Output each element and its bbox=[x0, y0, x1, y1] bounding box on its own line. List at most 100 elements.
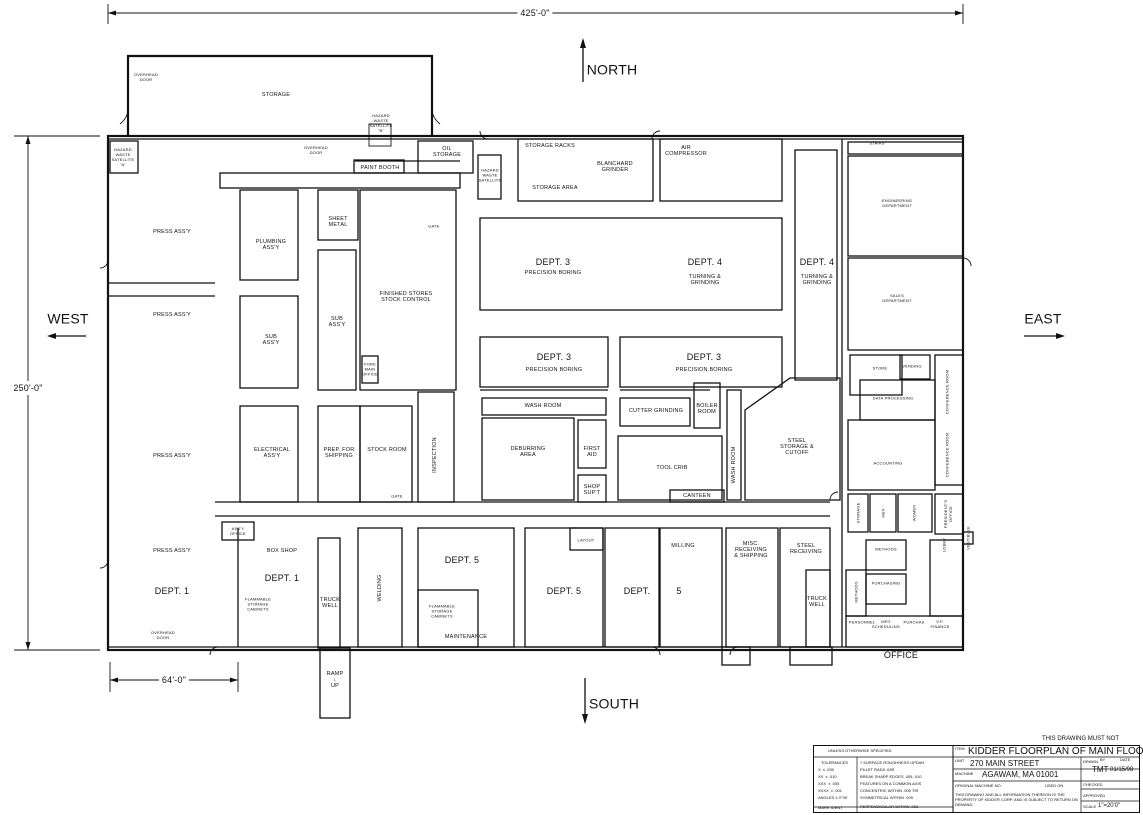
office-purchas: PURCHAS bbox=[903, 619, 925, 625]
office-personnel: PERSONNEL bbox=[848, 619, 876, 625]
room-storage-top: STORAGE bbox=[261, 92, 291, 98]
room-dept4-right: DEPT. 4 bbox=[799, 257, 835, 267]
tb-orig-machine: ORIGINAL MACHINE NO. bbox=[955, 783, 1002, 788]
tb-note-2: BREAK SHARP EDGES .005-.010 bbox=[860, 774, 922, 779]
tb-item: KIDDER FLOORPLAN OF MAIN FLOOR bbox=[968, 746, 1143, 757]
office-presidents: PRESIDENT'S OFFICE bbox=[943, 499, 953, 529]
room-precision-boring-mid-left: PRECISION BORING bbox=[525, 367, 583, 373]
tb-by: BY bbox=[1100, 757, 1106, 762]
room-paint-booth: PAINT BOOTH bbox=[360, 165, 400, 171]
tb-note-5: SYMMETRICAL WITHIN .005 bbox=[860, 795, 913, 800]
dim-west-bay: 64'-0" bbox=[158, 675, 190, 685]
room-dept5-c-right: 5 bbox=[676, 586, 682, 596]
tb-checked: CHECKED bbox=[1083, 782, 1103, 787]
office-vestibule: VESTIBULE bbox=[965, 526, 971, 550]
room-office: OFFICE bbox=[883, 650, 919, 660]
room-stock-room: STOCK ROOM bbox=[367, 447, 407, 453]
room-precision-boring-mid-right: PRECISION BORING bbox=[675, 367, 733, 373]
office-engineering: ENGINEERING DEPARTMENT bbox=[881, 198, 913, 208]
tb-scale: 1"=20'0" bbox=[1098, 803, 1121, 809]
room-prep-shipping: PREP. FOR SHIPPING bbox=[323, 447, 355, 459]
room-milling: MILLING bbox=[671, 543, 695, 549]
room-sub-assy-2: SUB ASS'Y bbox=[328, 316, 346, 328]
office-store: STORE bbox=[872, 365, 888, 371]
tb-drawn: DRAWN bbox=[1083, 759, 1098, 764]
room-sheet-metal: SHEET METAL bbox=[328, 216, 348, 228]
tb-note-6: PERPENDICULAR WITHIN .003 bbox=[860, 804, 919, 809]
room-wash-room-2: WASH ROOM bbox=[731, 446, 737, 484]
room-dept5-a: DEPT. 5 bbox=[444, 555, 480, 565]
compass-east: EAST bbox=[1024, 310, 1062, 327]
office-sales: SALES DEPARTMENT bbox=[882, 293, 912, 303]
office-accounting: ACCOUNTING bbox=[873, 460, 903, 466]
room-boiler-room: BOILER ROOM bbox=[696, 403, 718, 415]
room-steel-receiving: STEEL RECEIVING bbox=[789, 543, 823, 555]
overhead-door-top: OVERHEAD DOOR bbox=[133, 72, 159, 82]
tb-item-label: ITEM bbox=[955, 746, 965, 751]
tb-unless: UNLESS OTHERWISE SPECIFIED bbox=[828, 748, 892, 753]
room-turning-grinding-right: TURNING & GRINDING bbox=[800, 274, 834, 286]
overhead-door-2: OVERHEAD DOOR bbox=[303, 145, 329, 155]
door-swings bbox=[99, 130, 972, 656]
gate-1: GATE bbox=[428, 223, 440, 229]
tb-scale-label: SCALE bbox=[1083, 804, 1097, 809]
office-stairs: STAIRS bbox=[869, 140, 885, 146]
compass-south: SOUTH bbox=[589, 695, 639, 712]
tb-mark-ident: MARK IDENT bbox=[818, 805, 843, 810]
room-dept5-b: DEPT. 5 bbox=[546, 586, 582, 596]
dim-overall-depth: 250'-0" bbox=[13, 381, 43, 395]
office-area-walls bbox=[841, 139, 974, 648]
tb-note-3: FEATURES ON A COMMON AXIS bbox=[860, 781, 922, 786]
flammable-storage-2: FLAMMABLE STORAGE CABINETS bbox=[428, 603, 456, 619]
ramp-up: RAMP ↓ UP bbox=[326, 671, 344, 689]
room-dept3-mid-left: DEPT. 3 bbox=[536, 352, 572, 362]
tb-drawn-date: 01/15/98 bbox=[1110, 767, 1134, 773]
room-press-assy-3: PRESS ASS'Y bbox=[153, 453, 191, 459]
room-press-assy-4: PRESS ASS'Y bbox=[153, 548, 191, 554]
office-vending: VENDING bbox=[902, 363, 922, 369]
compass-north: NORTH bbox=[586, 61, 638, 78]
room-shop-supt: SHOP SUP'T bbox=[583, 484, 601, 496]
tb-tol-0: X ± .030 bbox=[818, 767, 834, 772]
room-sub-assy-1: SUB ASS'Y bbox=[262, 334, 280, 346]
room-welding: WELDING bbox=[377, 574, 383, 602]
room-dept5-c-left: DEPT. bbox=[623, 586, 651, 596]
flammable-storage-1: FLAMMABLE STORAGE CABINETS bbox=[244, 596, 272, 612]
room-oil-storage: OIL STORAGE bbox=[432, 146, 462, 158]
tb-machine: AGAWAM, MA 01001 bbox=[982, 770, 1059, 779]
interior-walls bbox=[108, 138, 841, 719]
hazard-waste-b: HAZARD WASTE SATELLITE "B" bbox=[369, 113, 393, 133]
office-mens: MEN bbox=[880, 508, 886, 518]
room-electrical-assy: ELECTRICAL ASS'Y bbox=[254, 447, 290, 459]
room-fore-main-office: FORE MAIN OFFICE bbox=[362, 361, 378, 377]
room-precision-boring-top: PRECISION BORING bbox=[524, 270, 582, 276]
room-truck-well-1: TRUCK WELL bbox=[320, 597, 340, 609]
office-vp-finance: V.P. FINANCE bbox=[930, 619, 950, 629]
must-not-note: THIS DRAWING MUST NOT bbox=[1042, 736, 1119, 742]
room-maintenance: MAINTENANCE bbox=[444, 634, 488, 640]
room-layout: LAYOUT bbox=[577, 537, 595, 543]
room-box-shop: BOX SHOP bbox=[266, 548, 298, 554]
room-dept4-top: DEPT. 4 bbox=[687, 257, 723, 267]
hazard-waste-c: HAZARD WASTE SATELLITE bbox=[478, 167, 502, 183]
title-block bbox=[813, 745, 1140, 813]
office-methods-2: METHODS bbox=[853, 581, 859, 603]
office-purchasing: PURCHASING bbox=[871, 580, 901, 586]
room-misc-receiving: MISC. RECEIVING & SHIPPING bbox=[734, 541, 768, 559]
office-conference-2: CONFERENCE ROOM bbox=[944, 432, 950, 478]
room-air-compressor: AIR COMPRESSOR bbox=[665, 145, 707, 157]
dim-overall-width: 425'-0" bbox=[517, 8, 553, 18]
hazard-waste-a: HAZARD WASTE SATELLITE "A" bbox=[111, 147, 135, 167]
room-tool-crib: TOOL CRIB bbox=[656, 465, 688, 471]
room-press-assy-2: PRESS ASS'Y bbox=[153, 312, 191, 318]
tb-drawn-by: TMT bbox=[1092, 765, 1109, 774]
tb-tol-2: XXX ± .005 bbox=[818, 781, 840, 786]
office-conference-1: CONFERENCE ROOM bbox=[944, 369, 950, 415]
room-wash-room-1: WASH ROOM bbox=[524, 403, 562, 409]
tb-unit: 270 MAIN STREET bbox=[970, 759, 1040, 768]
room-press-assy-1: PRESS ASS'Y bbox=[153, 229, 191, 235]
room-truck-well-2: TRUCK WELL bbox=[807, 596, 827, 608]
office-womens: WOMEN bbox=[911, 504, 917, 522]
tb-note-0: √ SURFACE ROUGHNESS UPDAH bbox=[860, 760, 925, 765]
office-data-processing: DATA PROCESSING bbox=[872, 395, 914, 401]
